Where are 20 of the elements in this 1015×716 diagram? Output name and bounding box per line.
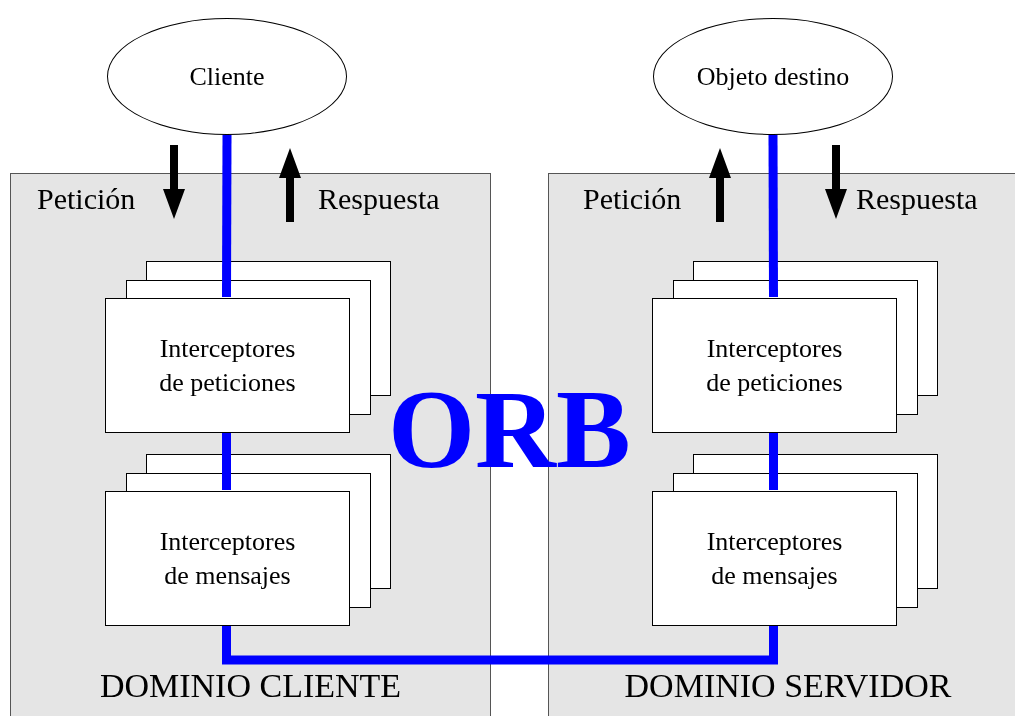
interceptor-box: [652, 491, 897, 626]
node-text: Objeto destino: [696, 61, 850, 92]
interceptor-box: [105, 491, 350, 626]
interceptor-box: [652, 298, 897, 433]
flow-label: Petición: [583, 182, 682, 215]
node-text: Interceptores de mensajes: [705, 525, 844, 592]
connector-line: [222, 135, 232, 297]
flow-label: Respuesta: [856, 182, 978, 215]
connector-line: [768, 135, 778, 297]
panel-title: DOMINIO CLIENTE: [98, 667, 403, 705]
node-text: Interceptores de peticiones: [158, 332, 297, 399]
node-text: Interceptores de mensajes: [158, 525, 297, 592]
node-text: Cliente: [189, 61, 265, 92]
node-text: Interceptores de peticiones: [705, 332, 844, 399]
connector-line: [769, 432, 778, 490]
connector-line: [222, 432, 231, 490]
flow-label: Petición: [37, 182, 136, 215]
interceptor-box: [105, 298, 350, 433]
flow-label: Respuesta: [318, 182, 440, 215]
panel-title: DOMINIO SERVIDOR: [623, 667, 953, 705]
